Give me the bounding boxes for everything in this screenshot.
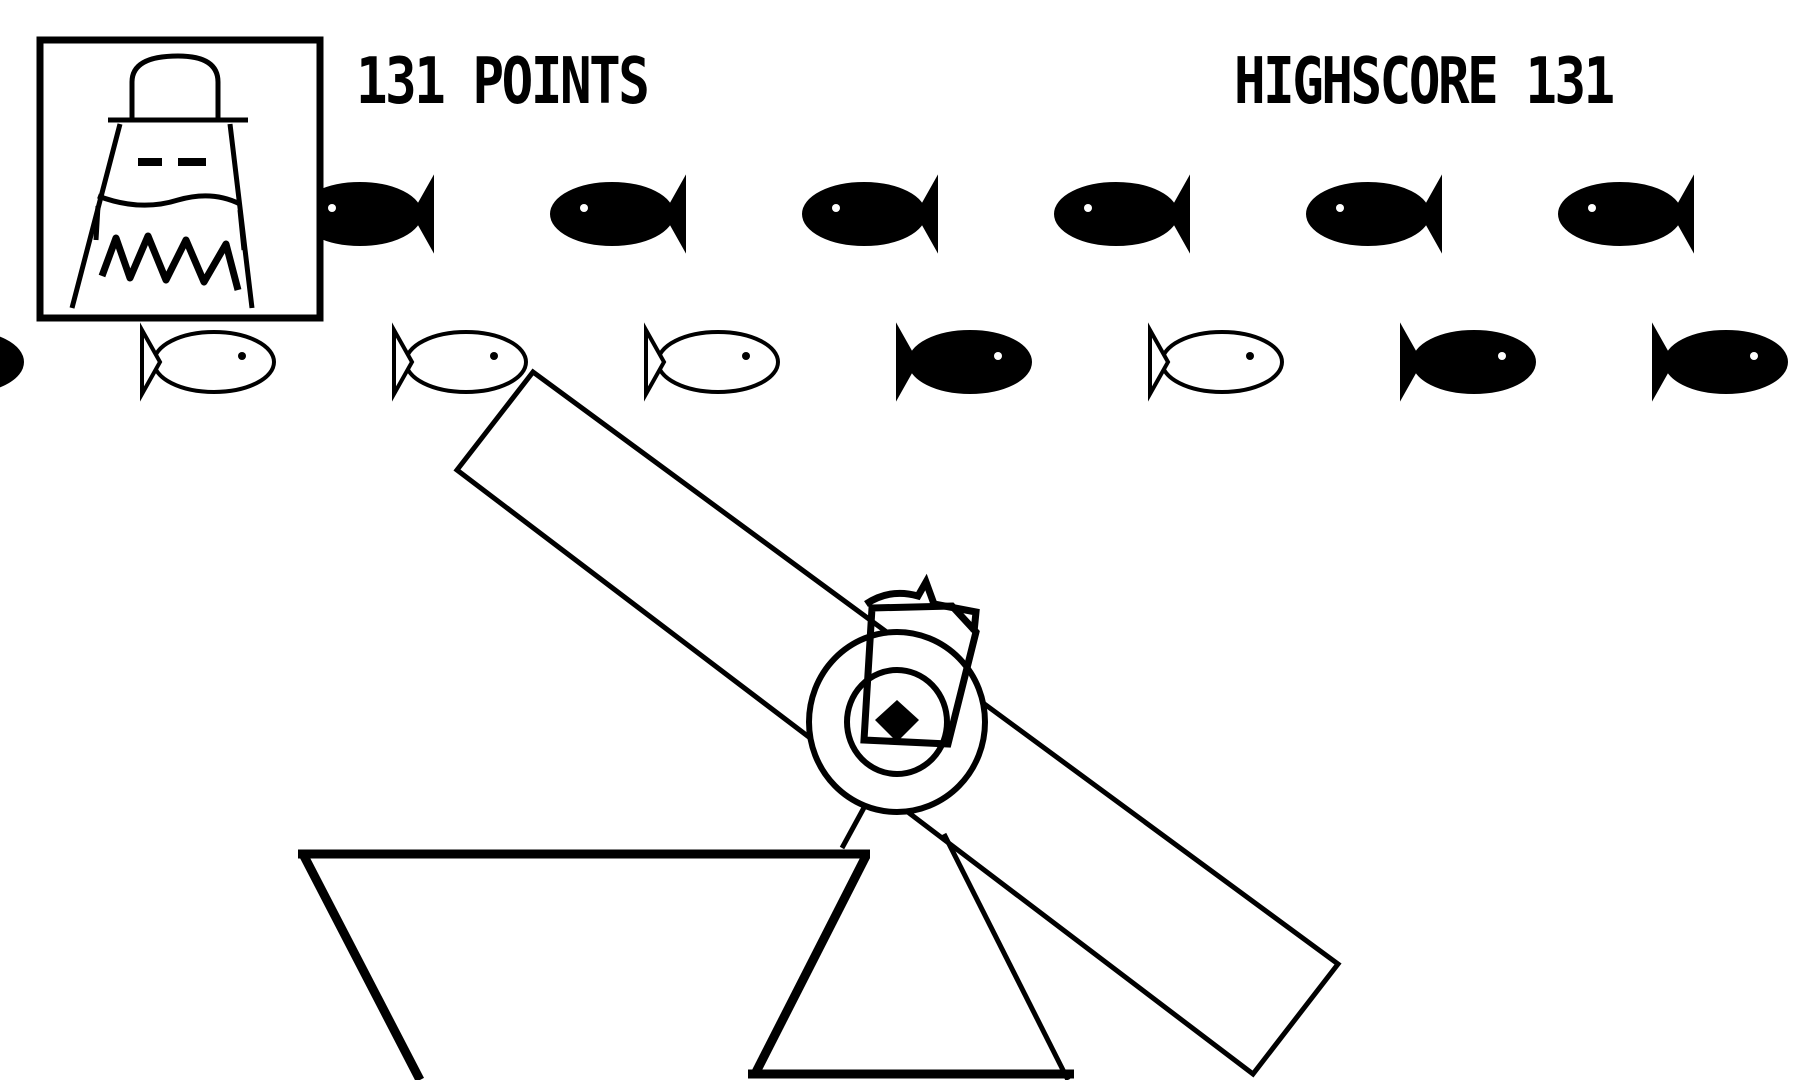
fish-icon: [1054, 180, 1190, 248]
fish-icon: [1306, 180, 1442, 248]
bucket-icon: [298, 849, 1074, 1080]
fish-icon: [802, 180, 938, 248]
fish-icon: [0, 328, 24, 396]
fisherman-portrait-icon: [36, 36, 324, 322]
seesaw-catapult-icon: [453, 368, 1342, 1080]
fish-icon: [392, 328, 528, 396]
fish-icon: [1148, 328, 1284, 396]
fish-icon: [644, 328, 780, 396]
fish-icon: [140, 328, 276, 396]
fish-icon: [1652, 328, 1788, 396]
fish-row-bottom: [0, 328, 1788, 396]
fish-row-top: [298, 180, 1694, 248]
fish-icon: [550, 180, 686, 248]
highscore-counter: HIGHSCORE 131: [1234, 45, 1615, 119]
fish-icon: [896, 328, 1032, 396]
fish-icon: [298, 180, 434, 248]
fish-icon: [1400, 328, 1536, 396]
points-counter: 131 POINTS: [356, 45, 650, 119]
fish-icon: [1558, 180, 1694, 248]
